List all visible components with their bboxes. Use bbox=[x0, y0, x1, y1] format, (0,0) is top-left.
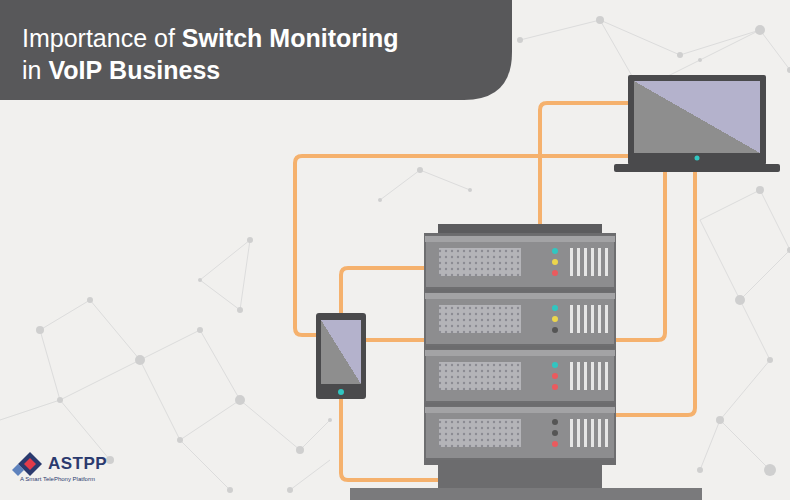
logo-name: ASTPP bbox=[48, 454, 107, 474]
title-word: in bbox=[22, 56, 41, 84]
banner-title: Importance of Switch Monitoring in VoIP … bbox=[22, 22, 399, 86]
logo-tagline: A Smart TelePhony Platform bbox=[20, 476, 95, 482]
laptop-icon bbox=[614, 75, 780, 172]
phone-icon bbox=[316, 313, 366, 399]
title-word: Monitoring bbox=[269, 24, 398, 52]
logo-icon bbox=[12, 452, 42, 476]
title-word: Business bbox=[109, 56, 220, 84]
title-word: Switch bbox=[182, 24, 263, 52]
title-word: of bbox=[154, 24, 175, 52]
title-word: VoIP bbox=[48, 56, 102, 84]
title-banner bbox=[0, 0, 512, 100]
server-rack bbox=[350, 224, 702, 500]
title-word: Importance bbox=[22, 24, 147, 52]
